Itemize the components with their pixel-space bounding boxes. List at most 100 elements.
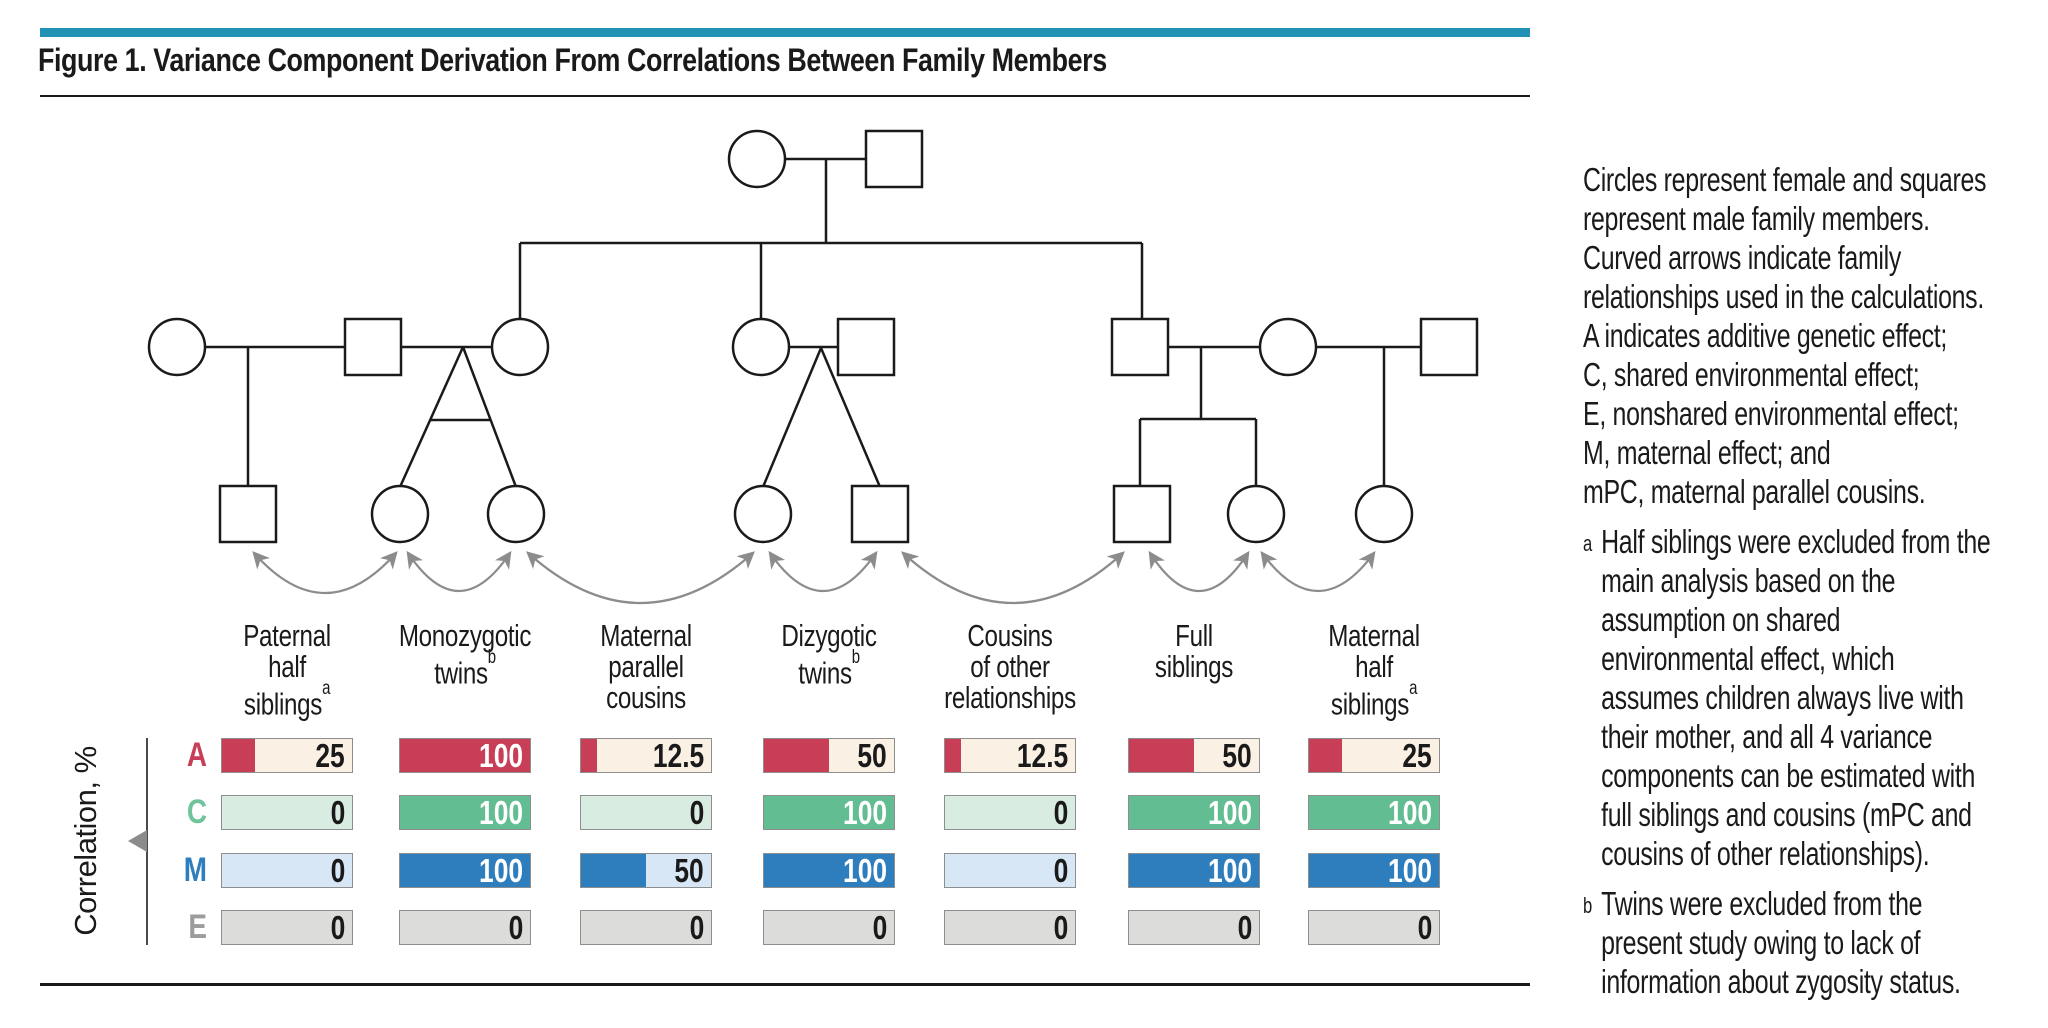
bar-value: 0 [872, 909, 887, 946]
bar-value: 0 [330, 909, 345, 946]
bar-value: 12.5 [1016, 737, 1068, 774]
caption-line: mPC, maternal parallel cousins. [1583, 473, 1926, 510]
bar-value: 25 [1402, 737, 1432, 774]
correlation-bar-E-col3: 0 [580, 910, 712, 945]
relationship-arrow-full-siblings [1148, 550, 1250, 592]
correlation-bar-C-col5: 0 [944, 795, 1076, 830]
relationship-arrow-dizygotic-twins [768, 550, 878, 592]
twin-line [819, 347, 882, 488]
footnote-line: cousins of other relationships). [1601, 835, 1930, 872]
person-male-square [1110, 317, 1170, 377]
bar-fill [1129, 854, 1259, 887]
correlation-bar-A-col7: 25 [1308, 738, 1440, 773]
correlation-bar-M-col5: 0 [944, 853, 1076, 888]
person-female-circle [727, 129, 787, 189]
footnote-line: their mother, and all 4 variance [1601, 718, 1933, 755]
correlation-bar-A-col2: 100 [399, 738, 531, 773]
bar-value: 50 [674, 852, 704, 889]
bar-fill [764, 739, 829, 772]
correlation-bar-A-col1: 25 [221, 738, 353, 773]
person-male-square [864, 129, 924, 189]
bar-fill [1309, 739, 1342, 772]
bar-fill [400, 796, 530, 829]
person-female-circle [731, 317, 791, 377]
row-label-C: C [186, 793, 207, 831]
bar-fill [581, 739, 598, 772]
bar-value: 100 [1387, 794, 1432, 831]
bar-fill [400, 854, 530, 887]
correlation-bar-E-col4: 0 [763, 910, 895, 945]
person-female-circle [486, 484, 546, 544]
bar-fill [581, 854, 646, 887]
footnote-line: Twins were excluded from the [1601, 885, 1923, 922]
relationship-arrow-monozygotic-twins [406, 550, 512, 592]
person-male-square [1419, 317, 1479, 377]
bottom-divider [40, 983, 1530, 986]
relationship-arrow-maternal-parallel-cousins [526, 551, 755, 604]
caption-line: A indicates additive genetic effect; [1583, 317, 1948, 354]
caption-line: relationships used in the calculations. [1583, 278, 1984, 315]
correlation-bar-E-col2: 0 [399, 910, 531, 945]
footnote-line: full siblings and cousins (mPC and [1601, 796, 1972, 833]
bar-fill [222, 739, 255, 772]
bar-value: 100 [478, 737, 523, 774]
bar-fill [1309, 796, 1439, 829]
correlation-bar-C-col3: 0 [580, 795, 712, 830]
correlation-bar-C-col1: 0 [221, 795, 353, 830]
bar-value: 12.5 [652, 737, 704, 774]
person-male-square [343, 317, 403, 377]
footnote-marker: b [1583, 893, 1592, 918]
caption-line: C, shared environmental effect; [1583, 356, 1920, 393]
caption-line: M, maternal effect; and [1583, 434, 1831, 471]
bar-fill [945, 739, 962, 772]
person-female-circle [733, 484, 793, 544]
correlation-bar-M-col6: 100 [1128, 853, 1260, 888]
bar-value: 0 [1053, 909, 1068, 946]
bar-value: 25 [315, 737, 345, 774]
correlation-bar-C-col2: 100 [399, 795, 531, 830]
bar-value: 0 [689, 794, 704, 831]
footnote-line: Half siblings were excluded from the [1601, 523, 1991, 560]
bar-value: 50 [1222, 737, 1252, 774]
footnote-line: environmental effect, which [1601, 640, 1895, 677]
footnote-line: assumption on shared [1601, 601, 1841, 638]
row-label-E: E [188, 908, 207, 946]
correlation-bar-M-col1: 0 [221, 853, 353, 888]
figure-title: Figure 1. Variance Component Derivation … [38, 42, 1107, 78]
bar-value: 100 [842, 794, 887, 831]
bar-fill [764, 854, 894, 887]
person-female-circle [1354, 484, 1414, 544]
person-female-circle [370, 484, 430, 544]
correlation-bar-A-col5: 12.5 [944, 738, 1076, 773]
person-male-square [836, 317, 896, 377]
bar-value: 100 [1387, 852, 1432, 889]
correlation-bar-M-col7: 100 [1308, 853, 1440, 888]
bar-value: 0 [330, 794, 345, 831]
bar-value: 0 [1053, 794, 1068, 831]
caption-line: E, nonshared environmental effect; [1583, 395, 1959, 432]
footnote-line: components can be estimated with [1601, 757, 1976, 794]
correlation-bar-E-col7: 0 [1308, 910, 1440, 945]
bar-value: 0 [1417, 909, 1432, 946]
twin-line [398, 346, 465, 488]
twin-line [761, 347, 823, 488]
accent-rule [40, 28, 1530, 37]
correlation-bar-M-col2: 100 [399, 853, 531, 888]
bar-value: 100 [478, 852, 523, 889]
bar-value: 100 [1207, 852, 1252, 889]
bar-value: 0 [1237, 909, 1252, 946]
bar-value: 50 [857, 737, 887, 774]
person-female-circle [147, 317, 207, 377]
caption-line: represent male family members. [1583, 200, 1930, 237]
person-female-circle [490, 317, 550, 377]
caption-line: Circles represent female and squares [1583, 161, 1987, 198]
bar-value: 100 [842, 852, 887, 889]
